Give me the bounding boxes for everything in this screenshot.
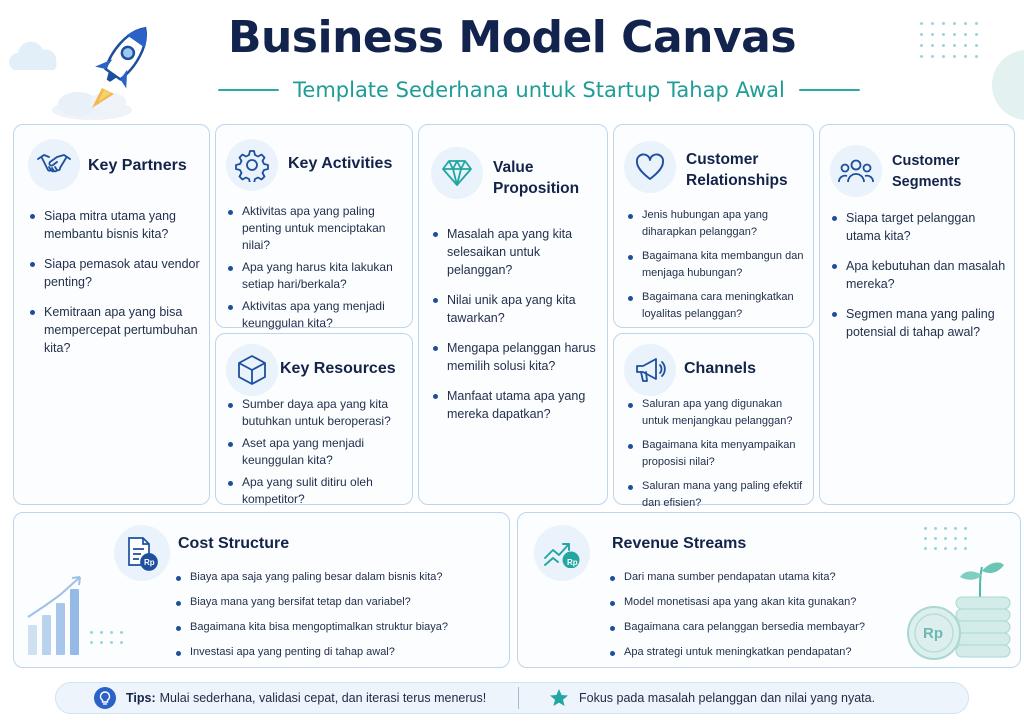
dot-grid-decoration xyxy=(90,631,123,644)
card-revenue-streams: Rp Revenue Streams Dari mana sumber pend… xyxy=(517,512,1021,668)
list-item: Siapa target pelanggan utama kita? xyxy=(830,209,1010,245)
users-icon xyxy=(830,145,882,197)
list-item: Apa yang harus kita lakukan setiap hari/… xyxy=(226,259,406,293)
card-title-key-partners: Key Partners xyxy=(88,157,187,174)
card-value-proposition: Value Proposition Masalah apa yang kita … xyxy=(418,124,608,505)
page-subtitle: Template Sederhana untuk Startup Tahap A… xyxy=(293,78,785,102)
list-item: Mengapa pelanggan harus memilih solusi k… xyxy=(431,339,603,375)
rocket-icon xyxy=(52,26,147,120)
list-item: Biaya mana yang bersifat tetap dan varia… xyxy=(174,594,504,610)
list-item: Bagaimana cara pelanggan bersedia membay… xyxy=(608,619,908,635)
rp-badge: Rp xyxy=(144,558,155,567)
list-item: Bagaimana kita menyampaikan proposisi ni… xyxy=(626,437,809,471)
tips-right: Fokus pada masalah pelanggan dan nilai y… xyxy=(519,688,875,708)
megaphone-icon xyxy=(624,344,676,396)
list-item: Apa strategi untuk meningkatkan pendapat… xyxy=(608,644,908,660)
coin-rp-label: Rp xyxy=(923,625,943,642)
card-title-line: Relationships xyxy=(686,172,788,189)
card-customer-relationships: Customer Relationships Jenis hubungan ap… xyxy=(613,124,814,328)
list-item: Apa yang sulit ditiru oleh kompetitor? xyxy=(226,474,406,508)
list-item: Aset apa yang menjadi keunggulan kita? xyxy=(226,435,406,469)
list-revenue-streams: Dari mana sumber pendapatan utama kita? … xyxy=(608,569,908,669)
list-key-partners: Siapa mitra utama yang membantu bisnis k… xyxy=(28,207,203,369)
list-key-activities: Aktivitas apa yang paling penting untuk … xyxy=(226,203,406,337)
diamond-icon xyxy=(431,147,483,199)
card-key-activities: Key Activities Aktivitas apa yang paling… xyxy=(215,124,413,330)
list-item: Sumber daya apa yang kita butuhkan untuk… xyxy=(226,396,406,430)
list-item: Masalah apa yang kita selesaikan untuk p… xyxy=(431,225,603,279)
tips-text: Mulai sederhana, validasi cepat, dan ite… xyxy=(159,691,487,705)
card-title-customer-segments: Customer Segments xyxy=(892,153,962,190)
list-key-resources: Sumber daya apa yang kita butuhkan untuk… xyxy=(226,396,406,513)
list-item: Segmen mana yang paling potensial di tah… xyxy=(830,305,1010,341)
subtitle-row: Template Sederhana untuk Startup Tahap A… xyxy=(218,78,860,102)
heart-icon xyxy=(624,141,676,193)
subtitle-divider-left xyxy=(218,89,280,91)
cloud-left-icon xyxy=(9,41,57,70)
list-item: Kemitraan apa yang bisa mempercepat pert… xyxy=(28,303,203,357)
card-title-value-proposition: Value Proposition xyxy=(493,159,580,197)
card-title-customer-relationships: Customer Relationships xyxy=(686,149,788,191)
trend-rp-icon: Rp xyxy=(534,525,590,581)
list-item: Saluran mana yang paling efektif dan efi… xyxy=(626,478,809,512)
list-item: Saluran apa yang digunakan untuk menjang… xyxy=(626,396,809,430)
coin-stack-plant-illustration xyxy=(907,562,1011,660)
list-item: Jenis hubungan apa yang diharapkan pelan… xyxy=(626,207,809,241)
handshake-icon xyxy=(28,139,80,191)
list-item: Model monetisasi apa yang akan kita guna… xyxy=(608,594,908,610)
tips-divider xyxy=(518,687,519,709)
card-title-key-activities: Key Activities xyxy=(288,155,393,172)
card-title-cost-structure: Cost Structure xyxy=(178,535,290,552)
list-item: Nilai unik apa yang kita tawarkan? xyxy=(431,291,603,327)
bar-chart-illustration xyxy=(27,576,81,655)
card-cost-structure: Rp Cost Structure Biaya apa saja yang pa… xyxy=(13,512,510,668)
card-title-key-resources: Key Resources xyxy=(280,360,396,377)
card-title-line: Customer xyxy=(686,151,759,168)
rp-badge: Rp xyxy=(567,558,578,567)
list-item: Siapa pemasok atau vendor penting? xyxy=(28,255,203,291)
list-item: Biaya apa saja yang paling besar dalam b… xyxy=(174,569,504,585)
subtitle-divider-right xyxy=(798,89,860,91)
cube-icon xyxy=(226,344,278,396)
card-key-resources: Key Resources Sumber daya apa yang kita … xyxy=(215,333,413,506)
card-title-channels: Channels xyxy=(684,360,757,377)
star-icon xyxy=(549,688,569,708)
list-value-proposition: Masalah apa yang kita selesaikan untuk p… xyxy=(431,225,603,431)
card-customer-segments: Customer Segments Siapa target pelanggan… xyxy=(819,124,1015,505)
list-item: Apa kebutuhan dan masalah mereka? xyxy=(830,257,1010,293)
list-item: Investasi apa yang penting di tahap awal… xyxy=(174,644,504,660)
tips-left: Tips: Mulai sederhana, validasi cepat, d… xyxy=(56,687,518,709)
tips-secondary-text: Fokus pada masalah pelanggan dan nilai y… xyxy=(579,691,876,705)
dot-grid-decoration xyxy=(920,22,978,58)
list-item: Manfaat utama apa yang mereka dapatkan? xyxy=(431,387,603,423)
list-item: Bagaimana cara meningkatkan loyalitas pe… xyxy=(626,289,809,323)
document-rp-icon: Rp xyxy=(114,525,170,581)
lightbulb-icon xyxy=(94,687,116,709)
list-customer-segments: Siapa target pelanggan utama kita? Apa k… xyxy=(830,209,1010,353)
card-channels: Channels Saluran apa yang digunakan untu… xyxy=(613,333,814,509)
gear-icon xyxy=(226,139,278,191)
list-item: Dari mana sumber pendapatan utama kita? xyxy=(608,569,908,585)
list-item: Siapa mitra utama yang membantu bisnis k… xyxy=(28,207,203,243)
card-key-partners: Key Partners Siapa mitra utama yang memb… xyxy=(13,124,210,505)
list-channels: Saluran apa yang digunakan untuk menjang… xyxy=(626,396,809,519)
tips-bar: Tips: Mulai sederhana, validasi cepat, d… xyxy=(55,682,969,714)
page-title: Business Model Canvas xyxy=(227,12,797,63)
list-item: Bagaimana kita bisa mengoptimalkan struk… xyxy=(174,619,504,635)
list-customer-relationships: Jenis hubungan apa yang diharapkan pelan… xyxy=(626,207,809,330)
list-item: Bagaimana kita membangun dan menjaga hub… xyxy=(626,248,809,282)
list-item: Aktivitas apa yang paling penting untuk … xyxy=(226,203,406,254)
tips-label: Tips: xyxy=(126,691,156,705)
list-cost-structure: Biaya apa saja yang paling besar dalam b… xyxy=(174,569,504,669)
dot-grid-decoration xyxy=(924,527,967,550)
list-item: Aktivitas apa yang menjadi keunggulan ki… xyxy=(226,298,406,332)
card-title-revenue-streams: Revenue Streams xyxy=(612,535,747,552)
